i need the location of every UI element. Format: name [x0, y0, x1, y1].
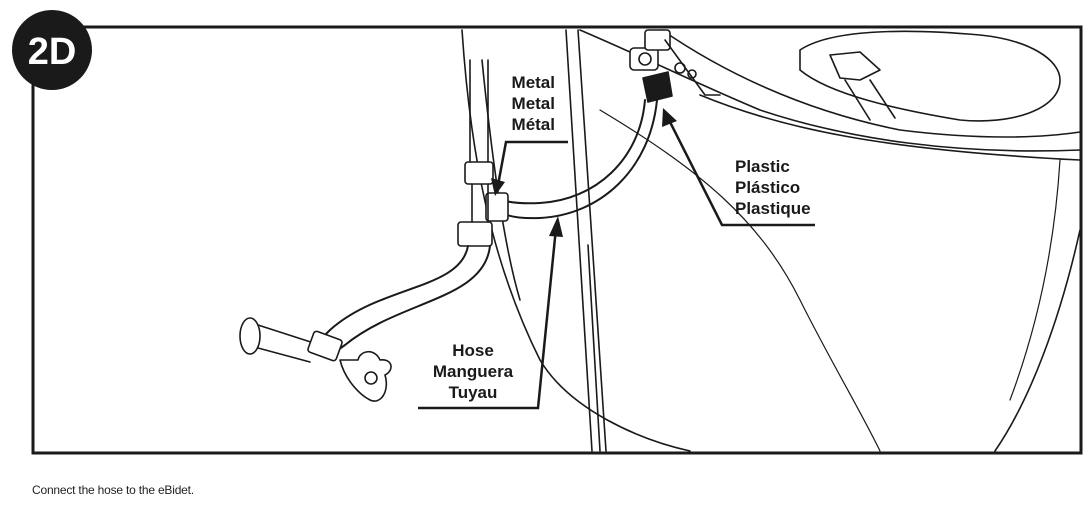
- label-metal-es: Metal: [512, 94, 555, 113]
- label-metal: Metal Metal Métal: [512, 73, 555, 134]
- hose-outer: [499, 99, 658, 220]
- step-badge-text: 2D: [28, 31, 77, 73]
- label-plastic-en: Plastic: [735, 157, 790, 176]
- callout-arrowheads: [491, 108, 677, 237]
- supply-line: [319, 245, 469, 341]
- caption: Connect the hose to the eBidet.: [32, 483, 194, 497]
- plastic-nut: [642, 71, 673, 103]
- label-hose-es: Manguera: [433, 362, 514, 381]
- shutoff-valve: [239, 317, 392, 402]
- label-plastic-es: Plástico: [735, 178, 800, 197]
- label-hose: Hose Manguera Tuyau: [433, 341, 514, 402]
- label-metal-fr: Métal: [512, 115, 555, 134]
- diagram-frame: [31, 25, 1083, 455]
- seat-opening: [799, 30, 1061, 122]
- label-metal-en: Metal: [512, 73, 555, 92]
- label-plastic: Plastic Plástico Plastique: [735, 157, 811, 218]
- toilet-body: [461, 29, 691, 452]
- label-hose-fr: Tuyau: [449, 383, 498, 402]
- wall-conduit: [565, 29, 607, 452]
- metal-fitting: [457, 59, 509, 247]
- illustration: [239, 29, 1081, 452]
- label-hose-en: Hose: [452, 341, 494, 360]
- step-badge: [12, 10, 92, 90]
- callout-leaders: [418, 117, 815, 410]
- hose-inner: [501, 99, 646, 205]
- ebidet-inlet: [629, 29, 721, 96]
- label-plastic-fr: Plastique: [735, 199, 811, 218]
